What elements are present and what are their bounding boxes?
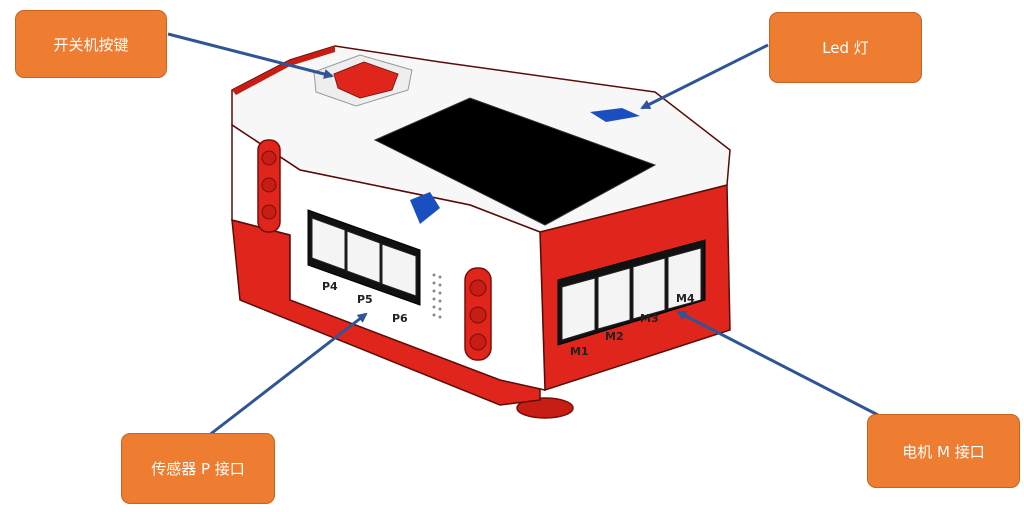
sensor-port-group: P4 P5 P6 <box>307 209 421 325</box>
speaker-grille <box>432 273 442 319</box>
motor-port-label: M3 <box>640 312 659 325</box>
motor-port-label: M2 <box>605 330 624 343</box>
callout-led: Led 灯 <box>769 12 922 83</box>
sensor-port-label: P6 <box>392 312 408 325</box>
motor-port-group: M1 M2 M3 M4 <box>557 239 706 358</box>
motor-port-m1[interactable] <box>561 277 596 341</box>
callout-sensor-port: 传感器 P 接口 <box>121 433 275 504</box>
sensor-port-label: P5 <box>357 293 373 306</box>
arrow-motor-port <box>676 310 879 417</box>
device-foot <box>516 397 574 419</box>
device-top-stripe <box>232 46 335 95</box>
sensor-port-p4[interactable] <box>311 217 346 271</box>
arrow-power-button <box>167 32 334 79</box>
led-indicator <box>590 108 640 122</box>
motor-port-m2[interactable] <box>597 267 631 330</box>
power-button[interactable] <box>313 54 413 107</box>
callout-power-button: 开关机按键 <box>15 10 167 78</box>
blue-badge <box>410 192 440 224</box>
sensor-port-p5[interactable] <box>346 230 381 284</box>
arrow-led <box>640 43 769 110</box>
motor-port-label: M4 <box>676 292 695 305</box>
motor-port-m4[interactable] <box>667 247 702 310</box>
motor-port-label: M1 <box>570 345 589 358</box>
callout-motor-port: 电机 M 接口 <box>867 414 1020 488</box>
display-screen <box>373 97 657 226</box>
arrow-sensor-port <box>207 312 368 438</box>
sensor-port-label: P4 <box>322 280 338 293</box>
sensor-port-p6[interactable] <box>381 243 417 297</box>
motor-port-m3[interactable] <box>632 257 666 320</box>
